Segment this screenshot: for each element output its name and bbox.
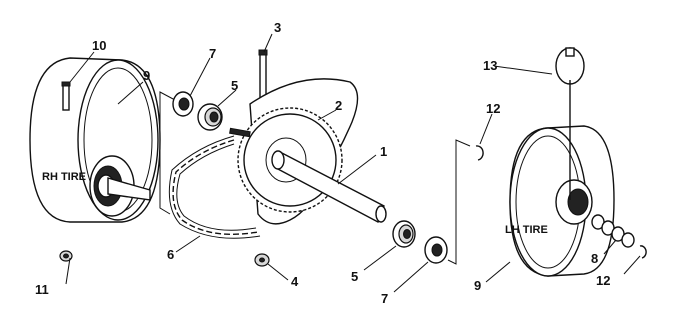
rh-tire-label: RH TIRE: [42, 171, 86, 183]
e-clip-12-bottom: [639, 245, 647, 259]
callout-1: 1: [380, 144, 387, 159]
callout-10: 10: [92, 38, 106, 53]
nut-11: [59, 250, 73, 262]
e-clip-12-top: [475, 145, 484, 161]
rh-axle-stub: [107, 177, 151, 201]
callout-12-top: 12: [486, 101, 500, 116]
callout-13: 13: [483, 58, 497, 73]
callout-6: 6: [167, 247, 174, 262]
callout-11: 11: [35, 282, 49, 297]
bolt-10: [61, 81, 71, 111]
callout-9-left: 9: [143, 68, 150, 83]
callout-7-bottom: 7: [381, 291, 388, 306]
lh-tire-label: LH TIRE: [505, 224, 548, 236]
callout-9-right: 9: [474, 278, 481, 293]
callout-5-top: 5: [231, 78, 238, 93]
callout-8: 8: [591, 251, 598, 266]
bushing-5-bottom: [392, 220, 416, 248]
bushing-5-top: [197, 103, 223, 131]
lh-tire: LH TIRE: [505, 125, 615, 277]
nut-4: [254, 253, 270, 267]
callout-numbers: 1 2 3 4 5 5 6 7 7 8 9 9 10 11 12 12 13: [35, 20, 610, 306]
bearing-7-top: [172, 91, 194, 117]
spacer-stack-8: [591, 214, 635, 248]
callout-7-top: 7: [209, 46, 216, 61]
callout-4: 4: [291, 274, 299, 289]
callout-12-bottom: 12: [596, 273, 610, 288]
bearing-7-bottom: [424, 236, 448, 264]
callout-3: 3: [274, 20, 281, 35]
axle-1: [271, 150, 387, 223]
chain-6: [168, 135, 261, 239]
lynch-pin-13: [555, 47, 585, 200]
callout-5-bottom: 5: [351, 269, 358, 284]
leader-lines: [65, 33, 641, 293]
callout-2: 2: [335, 98, 342, 113]
